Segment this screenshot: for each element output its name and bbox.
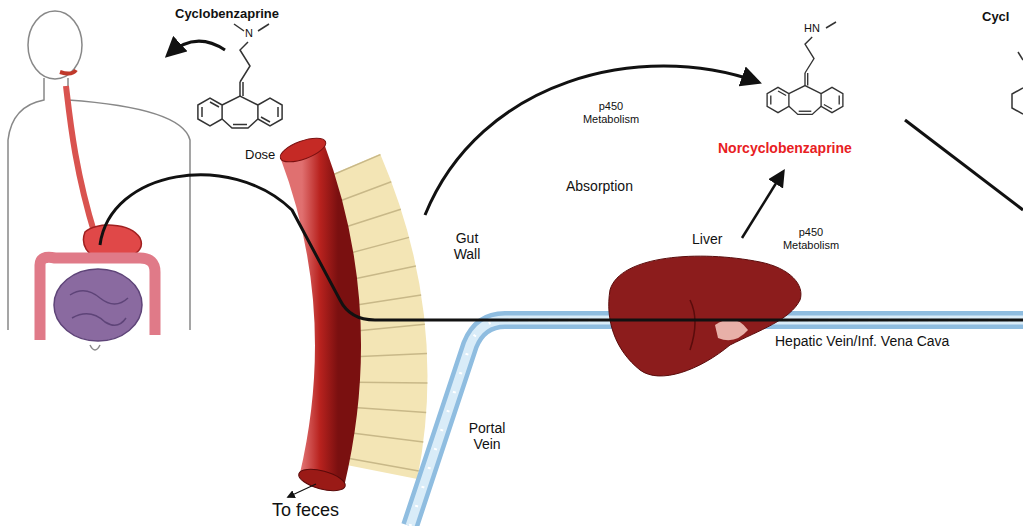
part-name: Portal Vein xyxy=(462,420,512,452)
output-label: To feces xyxy=(272,500,339,521)
dose-label: Dose xyxy=(245,148,275,163)
part-name: Liver xyxy=(692,231,722,247)
drug-name: Cyclobenzaprine xyxy=(175,7,279,22)
atom-label: HN xyxy=(804,22,820,35)
process-label: Absorption xyxy=(566,178,633,194)
drug-name: Cycl xyxy=(982,10,1009,25)
metabolite-name: Norcyclobenzaprine xyxy=(718,140,852,156)
part-name: Hepatic Vein/Inf. Vena Cava xyxy=(775,333,949,349)
part-name: Gut Wall xyxy=(445,230,489,262)
atom-label: N xyxy=(245,27,253,40)
process-label: p450 Metabolism xyxy=(771,226,851,251)
process-label: p450 Metabolism xyxy=(571,100,651,125)
